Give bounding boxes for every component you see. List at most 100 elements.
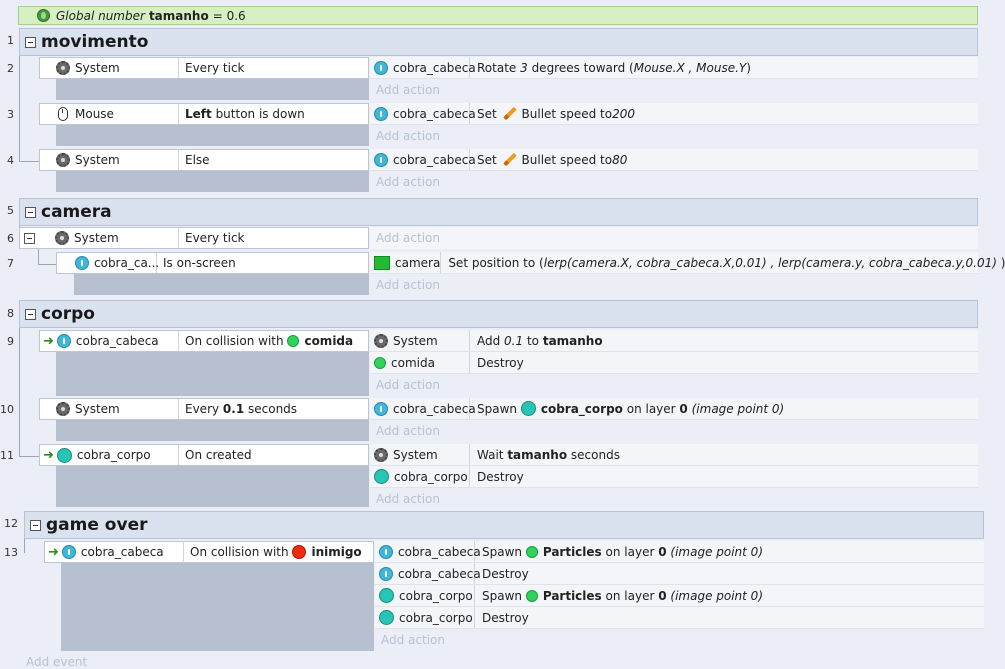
action-object: cobra_corpo xyxy=(399,610,473,625)
add-event-link[interactable]: Add event xyxy=(26,655,88,669)
action-object: camera xyxy=(395,255,441,270)
condition-row[interactable]: ➜cobra_cabeca On collision with inimigo xyxy=(44,541,374,563)
condition-row[interactable]: cobra_ca... Is on-screen xyxy=(56,252,369,274)
line-number: 7 xyxy=(7,257,14,270)
group-header-game-over[interactable]: game over xyxy=(24,511,984,539)
condition-row[interactable]: System Every tick xyxy=(39,57,369,79)
action-text: Set position to (lerp(camera.X, cobra_ca… xyxy=(448,255,1005,270)
line-number: 11 xyxy=(0,449,14,462)
action-row[interactable]: cobra_corpo Spawn Particles on layer 0 (… xyxy=(375,585,984,607)
action-row[interactable]: cobra_cabeca Set Bullet speed to 200 xyxy=(370,103,978,125)
collapse-toggle[interactable] xyxy=(25,36,36,48)
condition-object: cobra_cabeca xyxy=(80,545,164,559)
add-action-link[interactable]: Add action xyxy=(376,278,440,292)
condition-object: System xyxy=(75,153,120,167)
condition-row[interactable]: Mouse Left button is down xyxy=(39,103,369,125)
global-variable-row[interactable]: Global number tamanho = 0.6 xyxy=(18,6,978,25)
action-text: Wait tamanho seconds xyxy=(477,447,620,462)
group-header-movimento[interactable]: movimento xyxy=(19,28,978,56)
condition-text: Else xyxy=(185,153,210,167)
condition-row[interactable]: ➜cobra_corpo On created xyxy=(39,444,369,466)
collapse-toggle[interactable] xyxy=(25,206,36,218)
teal-sprite-icon xyxy=(379,588,394,603)
action-text: Rotate 3 degrees toward (Mouse.X , Mouse… xyxy=(477,60,751,75)
collapse-toggle[interactable] xyxy=(25,308,36,320)
sprite-icon xyxy=(75,256,89,270)
sprite-icon xyxy=(374,152,388,167)
action-row[interactable]: camera Set position to (lerp(camera.X, c… xyxy=(370,252,1005,274)
condition-text: On collision with comida xyxy=(185,334,354,348)
action-row[interactable]: cobra_cabeca Destroy xyxy=(375,563,984,585)
collapse-toggle[interactable] xyxy=(24,232,35,244)
add-action-link[interactable]: Add action xyxy=(376,492,440,506)
teal-sprite-icon xyxy=(56,447,72,463)
add-action-link[interactable]: Add action xyxy=(376,129,440,143)
sprite-icon xyxy=(374,60,388,75)
condition-row[interactable]: System Every tick xyxy=(19,227,369,249)
condition-object: System xyxy=(74,231,119,245)
action-text: Destroy xyxy=(477,355,524,370)
global-variable-label: Global number xyxy=(56,8,145,23)
collapse-toggle[interactable] xyxy=(30,519,41,531)
teal-sprite-icon xyxy=(379,610,394,625)
gear-icon xyxy=(56,153,70,167)
line-number: 13 xyxy=(4,546,18,559)
group-header-corpo[interactable]: corpo xyxy=(19,300,978,328)
sprite-icon xyxy=(374,106,388,121)
action-object: cobra_cabeca xyxy=(398,544,481,559)
action-row[interactable]: comida Destroy xyxy=(370,352,978,374)
sprite-icon xyxy=(374,401,388,416)
action-row[interactable]: cobra_cabeca Spawn Particles on layer 0 … xyxy=(375,541,984,563)
line-number: 9 xyxy=(7,335,14,348)
action-row[interactable]: cobra_corpo Destroy xyxy=(375,607,984,629)
mouse-icon xyxy=(58,107,68,121)
action-row[interactable]: System Wait tamanho seconds xyxy=(370,444,978,466)
add-action-link[interactable]: Add action xyxy=(376,175,440,189)
action-row[interactable]: cobra_cabeca Set Bullet speed to 80 xyxy=(370,149,978,171)
add-action-link[interactable]: Add action xyxy=(376,424,440,438)
condition-row[interactable]: ➜ cobra_cabeca On collision with comida xyxy=(39,330,369,352)
group-header-camera[interactable]: camera xyxy=(19,198,978,226)
condition-object: Mouse xyxy=(75,107,114,121)
gear-icon xyxy=(55,231,69,245)
global-variable-name: tamanho xyxy=(148,8,209,23)
green-sprite-icon xyxy=(374,356,386,369)
action-object: cobra_corpo xyxy=(394,469,468,484)
action-object: cobra_cabeca xyxy=(393,60,476,75)
add-action-link[interactable]: Add action xyxy=(376,378,440,392)
action-row[interactable]: cobra_cabeca Spawn cobra_corpo on layer … xyxy=(370,398,978,420)
condition-object: cobra_cabeca xyxy=(75,334,159,348)
group-title: camera xyxy=(41,202,112,222)
group-title: corpo xyxy=(41,304,95,324)
tree-line xyxy=(38,249,39,264)
gear-icon xyxy=(56,402,70,416)
action-text: Destroy xyxy=(482,610,529,625)
sprite-icon xyxy=(379,566,393,581)
action-object: cobra_cabeca xyxy=(393,401,476,416)
condition-text: Every tick xyxy=(185,231,245,245)
action-row[interactable]: cobra_cabeca Rotate 3 degrees toward (Mo… xyxy=(370,57,978,79)
sprite-icon xyxy=(379,544,393,559)
action-object: cobra_corpo xyxy=(399,588,473,603)
add-action-link[interactable]: Add action xyxy=(381,633,445,647)
action-object: cobra_cabeca xyxy=(393,152,476,167)
add-action-link[interactable]: Add action xyxy=(370,227,978,249)
condition-row[interactable]: System Every 0.1 seconds xyxy=(39,398,369,420)
condition-object: cobra_ca... xyxy=(94,256,160,270)
action-row[interactable]: cobra_corpo Destroy xyxy=(370,466,978,488)
condition-text: Left button is down xyxy=(185,107,305,121)
trigger-arrow-icon: ➜ xyxy=(48,544,59,560)
line-number: 3 xyxy=(7,108,14,121)
condition-row[interactable]: System Else xyxy=(39,149,369,171)
sprite-icon xyxy=(61,545,76,559)
line-number: 12 xyxy=(4,517,18,530)
condition-object: cobra_corpo xyxy=(76,448,151,462)
trigger-arrow-icon: ➜ xyxy=(43,447,54,463)
trigger-arrow-icon: ➜ xyxy=(43,333,54,349)
action-row[interactable]: System Add 0.1 to tamanho xyxy=(370,330,978,352)
tree-line xyxy=(19,456,39,457)
add-action-link[interactable]: Add action xyxy=(376,83,440,97)
line-number: 8 xyxy=(7,307,14,320)
action-text: Add 0.1 to tamanho xyxy=(477,333,603,348)
camera-layer-icon xyxy=(374,255,390,270)
